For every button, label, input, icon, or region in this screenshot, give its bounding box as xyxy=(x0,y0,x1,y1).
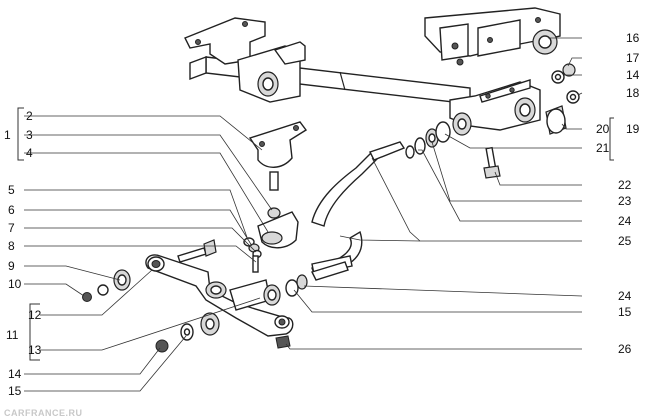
callout-20: 20 xyxy=(596,122,610,136)
subframe-crossmember xyxy=(184,7,561,136)
washer-24a xyxy=(414,137,426,155)
small-parts-5-8 xyxy=(243,237,262,273)
callout-14-left: 14 xyxy=(8,367,22,381)
callout-17: 17 xyxy=(626,51,640,65)
callout-9: 9 xyxy=(8,259,15,273)
callout-5: 5 xyxy=(8,183,15,197)
callout-6: 6 xyxy=(8,203,15,217)
callout-24-lower: 24 xyxy=(618,289,632,303)
callout-25: 25 xyxy=(618,234,632,248)
bolt-22 xyxy=(483,146,501,179)
bushings-9-10 xyxy=(82,269,131,302)
callout-3: 3 xyxy=(26,128,33,142)
callout-23: 23 xyxy=(618,194,632,208)
nut-14 xyxy=(155,339,169,353)
ball-joint xyxy=(248,121,308,249)
callout-8: 8 xyxy=(8,239,15,253)
nut-3 xyxy=(267,207,281,219)
lower-parts xyxy=(155,312,291,353)
callout-10: 10 xyxy=(8,277,22,291)
callout-15-right: 15 xyxy=(618,305,632,319)
callout-1: 1 xyxy=(4,128,11,142)
watermark: CARFRANCE.RU xyxy=(4,408,83,418)
nut-10 xyxy=(82,292,92,302)
callout-16: 16 xyxy=(626,31,640,45)
callout-7: 7 xyxy=(8,221,15,235)
callout-4: 4 xyxy=(26,146,33,160)
right-small-parts xyxy=(545,63,580,135)
stabilizer-bar xyxy=(311,121,451,277)
leader-lines xyxy=(17,37,614,392)
callout-26: 26 xyxy=(618,342,632,356)
callout-24-upper: 24 xyxy=(618,214,632,228)
callout-11: 11 xyxy=(6,328,19,342)
callouts-right: 16 17 14 18 19 20 21 22 23 24 25 24 15 2… xyxy=(596,31,640,356)
callout-2: 2 xyxy=(26,109,33,123)
callout-14-right: 14 xyxy=(626,68,640,82)
long-bolt xyxy=(177,239,217,263)
callout-21: 21 xyxy=(596,141,610,155)
washer-23a xyxy=(405,145,415,159)
lower-control-arm xyxy=(145,254,294,337)
callout-12: 12 xyxy=(28,308,42,322)
callout-13: 13 xyxy=(28,343,42,357)
bolt-8 xyxy=(252,255,259,273)
callout-18: 18 xyxy=(626,86,640,100)
callout-22: 22 xyxy=(618,178,632,192)
nut-17 xyxy=(562,63,576,77)
callouts-left: 1 2 3 4 5 6 7 8 9 10 11 12 13 14 15 xyxy=(4,109,42,398)
callout-15-left: 15 xyxy=(8,384,22,398)
arm-bushings xyxy=(263,261,349,306)
washer-left xyxy=(97,284,109,296)
callout-19: 19 xyxy=(626,122,640,136)
bushing-outer xyxy=(435,121,451,143)
